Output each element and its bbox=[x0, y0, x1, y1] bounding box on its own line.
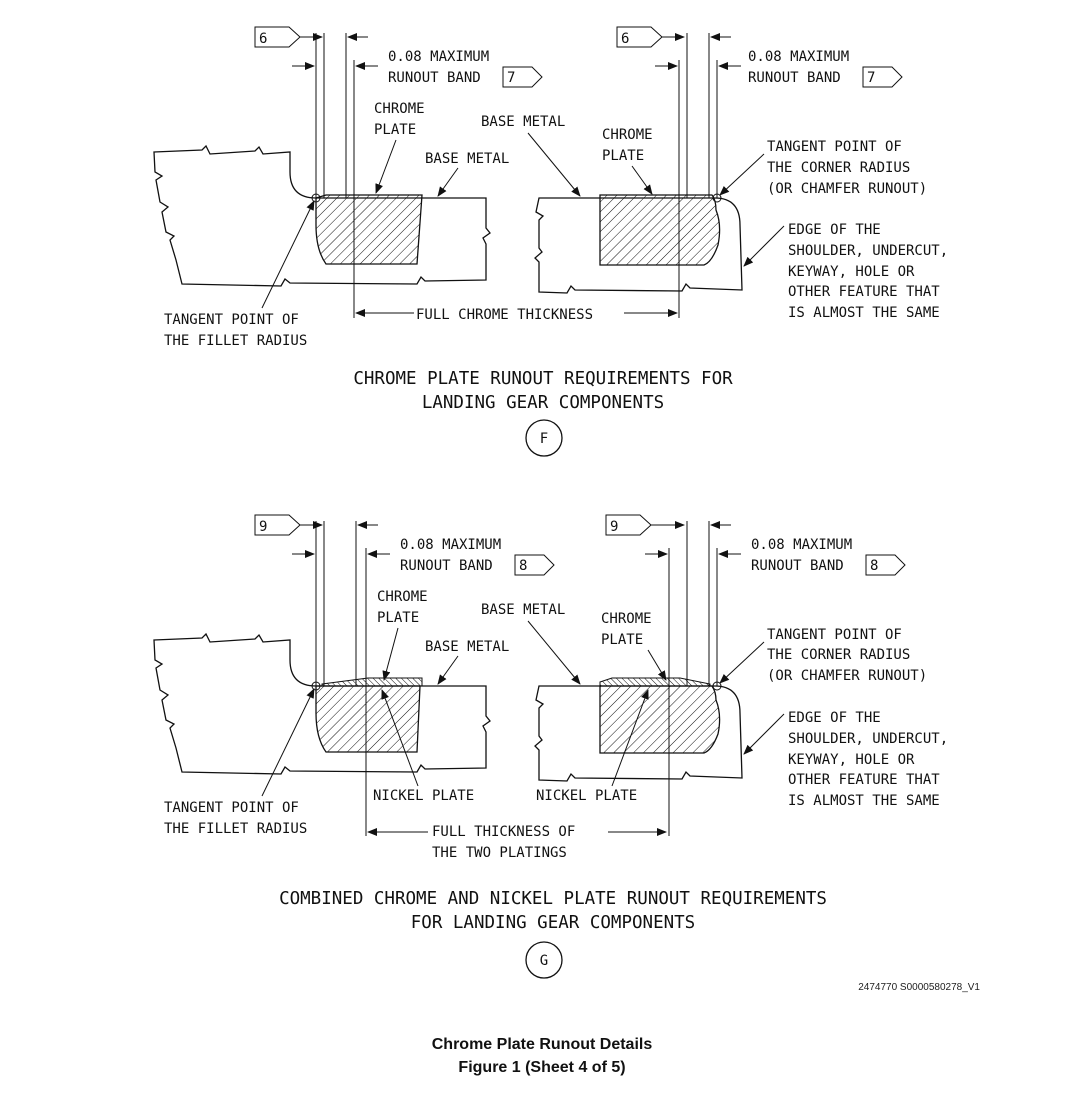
svg-text:EDGE OF THE: EDGE OF THE bbox=[788, 222, 881, 238]
flag-note-9-right: 9 bbox=[605, 514, 685, 536]
svg-text:7: 7 bbox=[867, 70, 875, 86]
flag-note-6-left: 6 bbox=[254, 26, 323, 48]
nickel-plate-layer-g-left bbox=[321, 677, 423, 687]
svg-text:8: 8 bbox=[519, 558, 527, 574]
flag-note-6-right: 6 bbox=[616, 26, 685, 48]
flag-note-9-left: 9 bbox=[254, 514, 323, 536]
svg-text:0.08 MAXIMUM: 0.08 MAXIMUM bbox=[751, 537, 852, 553]
section-f: 6 0.08 MAXIMUM RUNOUT BAND 7 CHROME PLAT… bbox=[153, 26, 948, 457]
svg-text:BASE METAL: BASE METAL bbox=[481, 114, 565, 130]
flag-note-7-left: 7 bbox=[502, 66, 543, 88]
svg-text:KEYWAY, HOLE OR: KEYWAY, HOLE OR bbox=[788, 264, 915, 280]
view-callout-g bbox=[525, 941, 563, 979]
image-reference: 2474770 S0000580278_V1 bbox=[858, 982, 980, 993]
svg-text:0.08 MAXIMUM: 0.08 MAXIMUM bbox=[400, 537, 501, 553]
svg-text:OTHER FEATURE THAT: OTHER FEATURE THAT bbox=[788, 772, 940, 788]
detail-f-left: 6 0.08 MAXIMUM RUNOUT BAND 7 CHROME PLAT… bbox=[153, 26, 678, 349]
svg-text:TANGENT POINT OF: TANGENT POINT OF bbox=[164, 800, 299, 816]
svg-text:BASE METAL: BASE METAL bbox=[425, 151, 509, 167]
flag-note-7-right: 7 bbox=[862, 66, 903, 88]
svg-text:NICKEL PLATE: NICKEL PLATE bbox=[536, 788, 637, 804]
svg-text:TANGENT POINT OF: TANGENT POINT OF bbox=[767, 627, 902, 643]
section-f-title-line-2: LANDING GEAR COMPONENTS bbox=[422, 393, 664, 413]
svg-text:PLATE: PLATE bbox=[601, 632, 643, 648]
flag-note-8-left: 8 bbox=[514, 554, 555, 576]
svg-text:RUNOUT BAND: RUNOUT BAND bbox=[748, 70, 841, 86]
svg-text:0.08 MAXIMUM: 0.08 MAXIMUM bbox=[748, 49, 849, 65]
svg-text:BASE METAL: BASE METAL bbox=[425, 639, 509, 655]
base-plate-area-g-left bbox=[315, 685, 421, 753]
svg-text:9: 9 bbox=[259, 519, 267, 535]
svg-text:0.08 MAXIMUM: 0.08 MAXIMUM bbox=[388, 49, 489, 65]
svg-text:(OR CHAMFER RUNOUT): (OR CHAMFER RUNOUT) bbox=[767, 668, 927, 684]
svg-text:THE CORNER RADIUS: THE CORNER RADIUS bbox=[767, 647, 910, 663]
figure-caption-title: Chrome Plate Runout Details bbox=[432, 1036, 653, 1053]
view-callout-f bbox=[525, 419, 563, 457]
svg-text:6: 6 bbox=[621, 31, 629, 47]
svg-text:THE FILLET RADIUS: THE FILLET RADIUS bbox=[164, 821, 307, 837]
svg-text:THE FILLET RADIUS: THE FILLET RADIUS bbox=[164, 333, 307, 349]
svg-text:7: 7 bbox=[507, 70, 515, 86]
svg-text:THE TWO PLATINGS: THE TWO PLATINGS bbox=[432, 845, 567, 861]
section-g-title-line-1: COMBINED CHROME AND NICKEL PLATE RUNOUT … bbox=[279, 889, 827, 909]
svg-text:TANGENT POINT OF: TANGENT POINT OF bbox=[164, 312, 299, 328]
svg-text:KEYWAY, HOLE OR: KEYWAY, HOLE OR bbox=[788, 752, 915, 768]
svg-text:(OR CHAMFER RUNOUT): (OR CHAMFER RUNOUT) bbox=[767, 181, 927, 197]
svg-text:CHROME: CHROME bbox=[601, 611, 652, 627]
svg-text:9: 9 bbox=[610, 519, 618, 535]
svg-text:SHOULDER, UNDERCUT,: SHOULDER, UNDERCUT, bbox=[788, 731, 948, 747]
svg-text:FULL THICKNESS OF: FULL THICKNESS OF bbox=[432, 824, 575, 840]
section-f-title-line-1: CHROME PLATE RUNOUT REQUIREMENTS FOR bbox=[353, 369, 733, 389]
svg-text:IS ALMOST THE SAME: IS ALMOST THE SAME bbox=[788, 305, 940, 321]
svg-text:TANGENT POINT OF: TANGENT POINT OF bbox=[767, 139, 902, 155]
svg-text:OTHER FEATURE THAT: OTHER FEATURE THAT bbox=[788, 284, 940, 300]
svg-text:RUNOUT BAND: RUNOUT BAND bbox=[400, 558, 493, 574]
svg-text:BASE METAL: BASE METAL bbox=[481, 602, 565, 618]
base-plate-area-g-right bbox=[599, 685, 721, 754]
svg-text:FULL CHROME THICKNESS: FULL CHROME THICKNESS bbox=[416, 307, 593, 323]
svg-text:CHROME: CHROME bbox=[374, 101, 425, 117]
svg-text:THE CORNER RADIUS: THE CORNER RADIUS bbox=[767, 160, 910, 176]
svg-text:NICKEL PLATE: NICKEL PLATE bbox=[373, 788, 474, 804]
svg-text:6: 6 bbox=[259, 31, 267, 47]
detail-f-right: 6 0.08 MAXIMUM RUNOUT BAND 7 CHROME PLAT… bbox=[527, 26, 948, 321]
svg-text:8: 8 bbox=[870, 558, 878, 574]
detail-g-right: 9 0.08 MAXIMUM RUNOUT BAND 8 CHROME PLAT… bbox=[527, 514, 948, 836]
svg-text:SHOULDER, UNDERCUT,: SHOULDER, UNDERCUT, bbox=[788, 243, 948, 259]
svg-text:CHROME: CHROME bbox=[602, 127, 653, 143]
svg-text:CHROME: CHROME bbox=[377, 589, 428, 605]
svg-text:IS ALMOST THE SAME: IS ALMOST THE SAME bbox=[788, 793, 940, 809]
svg-text:PLATE: PLATE bbox=[374, 122, 416, 138]
svg-text:G: G bbox=[540, 953, 548, 969]
svg-text:F: F bbox=[540, 431, 548, 447]
section-g-title-line-2: FOR LANDING GEAR COMPONENTS bbox=[411, 913, 695, 933]
svg-text:RUNOUT BAND: RUNOUT BAND bbox=[388, 70, 481, 86]
flag-note-8-right: 8 bbox=[865, 554, 906, 576]
figure-caption-sheet: Figure 1 (Sheet 4 of 5) bbox=[458, 1059, 625, 1076]
svg-text:PLATE: PLATE bbox=[377, 610, 419, 626]
section-g: 9 0.08 MAXIMUM RUNOUT BAND 8 CHROME PLAT… bbox=[153, 514, 948, 979]
svg-text:EDGE OF THE: EDGE OF THE bbox=[788, 710, 881, 726]
nickel-plate-layer-g-right bbox=[599, 677, 711, 687]
chrome-plate-area-f-left bbox=[315, 194, 423, 265]
detail-g-left: 9 0.08 MAXIMUM RUNOUT BAND 8 CHROME PLAT… bbox=[153, 514, 667, 861]
chrome-plate-area-f-right bbox=[599, 194, 721, 266]
svg-text:PLATE: PLATE bbox=[602, 148, 644, 164]
svg-text:RUNOUT BAND: RUNOUT BAND bbox=[751, 558, 844, 574]
